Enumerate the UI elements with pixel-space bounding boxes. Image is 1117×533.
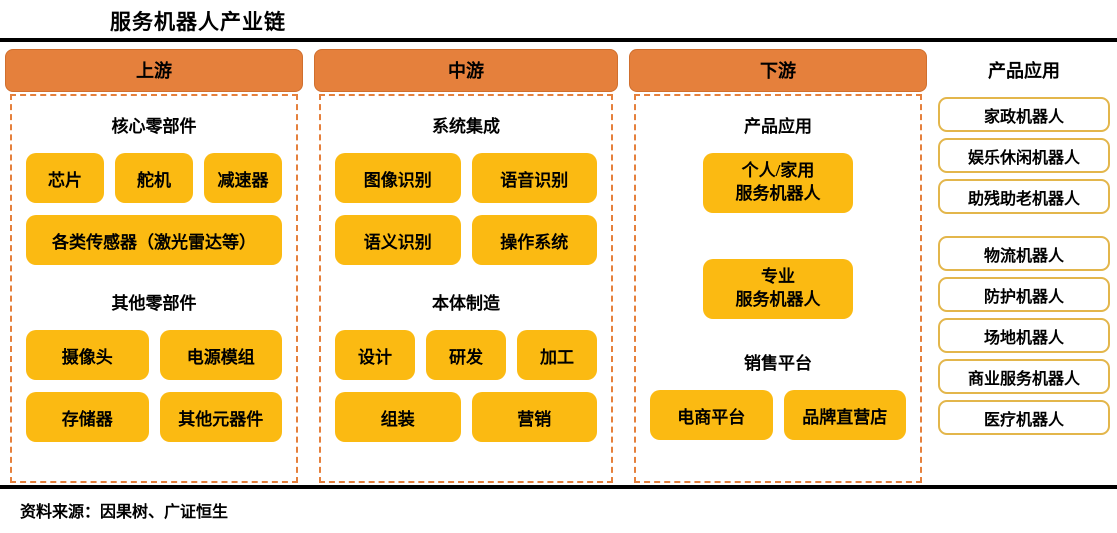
section-title-system-integration: 系统集成 [432,117,500,136]
source-note: 资料来源：因果树、广证恒生 [20,504,229,521]
section-title-product-application: 产品应用 [744,117,812,136]
app-item-field-robot: 场地机器人 [938,318,1110,353]
section-title-core-components: 核心零部件 [111,117,197,136]
midstream-header: 中游 [314,49,618,92]
applications-group-professional: 物流机器人 防护机器人 场地机器人 商业服务机器人 医疗机器人 [938,236,1110,435]
node-chip: 芯片 [26,153,104,203]
node-semantic-recognition: 语义识别 [335,215,461,265]
node-ecommerce-platform: 电商平台 [650,390,773,440]
upstream-body: 核心零部件 芯片 舵机 减速器 各类传感器（激光雷达等） 其他零部件 摄像头 电… [10,94,298,483]
node-other-elements: 其他元器件 [159,392,282,442]
node-brand-direct-store: 品牌直营店 [783,390,906,440]
section-title-other-components: 其他零部件 [111,294,197,313]
app-item-medical-robot: 医疗机器人 [938,400,1110,435]
node-image-recognition: 图像识别 [335,153,461,203]
node-row: 组装 营销 [335,392,597,442]
downstream-header: 下游 [629,49,927,92]
node-assembly: 组装 [335,392,461,442]
node-reducer: 减速器 [204,153,282,203]
bottom-rule [0,485,1117,489]
upstream-header: 上游 [5,49,303,92]
node-row: 各类传感器（激光雷达等） [26,215,282,265]
node-row: 图像识别 语音识别 [335,153,597,203]
node-camera: 摄像头 [26,330,149,380]
industry-chain-diagram: 上游 核心零部件 芯片 舵机 减速器 各类传感器（激光雷达等） 其他零部件 摄像… [0,49,1117,483]
node-operating-system: 操作系统 [471,215,597,265]
app-item-protection-robot: 防护机器人 [938,277,1110,312]
node-memory: 存储器 [26,392,149,442]
applications-title: 产品应用 [988,61,1060,81]
node-row: 设计 研发 加工 [335,330,597,380]
section-title-sales-platform: 销售平台 [744,354,812,373]
node-sensors-lidar: 各类传感器（激光雷达等） [26,215,282,265]
node-row: 存储器 其他元器件 [26,392,282,442]
column-downstream: 下游 产品应用 个人/家用 服务机器人 专业 服务机器人 销售平台 电商平台 品… [629,49,927,483]
app-item-commercial-service-robot: 商业服务机器人 [938,359,1110,394]
node-design: 设计 [335,330,415,380]
app-item-entertainment-leisure-robot: 娱乐休闲机器人 [938,138,1110,173]
column-midstream: 中游 系统集成 图像识别 语音识别 语义识别 操作系统 本体制造 设计 研发 加… [314,49,618,483]
app-item-logistics-robot: 物流机器人 [938,236,1110,271]
node-row: 电商平台 品牌直营店 [650,390,906,440]
column-upstream: 上游 核心零部件 芯片 舵机 减速器 各类传感器（激光雷达等） 其他零部件 摄像… [5,49,303,483]
node-personal-household-robot: 个人/家用 服务机器人 [703,153,853,213]
app-item-housekeeping-robot: 家政机器人 [938,97,1110,132]
node-speech-recognition: 语音识别 [471,153,597,203]
node-servo: 舵机 [115,153,193,203]
node-professional-robot: 专业 服务机器人 [703,259,853,319]
column-product-applications: 产品应用 家政机器人 娱乐休闲机器人 助残助老机器人 物流机器人 防护机器人 场… [938,49,1110,483]
industry-chain-figure: 服务机器人产业链 上游 核心零部件 芯片 舵机 减速器 各类传感器（激光雷达等）… [0,6,1117,522]
app-item-disability-elderly-assist-robot: 助残助老机器人 [938,179,1110,214]
node-power-module: 电源模组 [159,330,282,380]
midstream-body: 系统集成 图像识别 语音识别 语义识别 操作系统 本体制造 设计 研发 加工 组… [319,94,613,483]
node-row: 语义识别 操作系统 [335,215,597,265]
applications-group-personal: 家政机器人 娱乐休闲机器人 助残助老机器人 [938,97,1110,214]
section-title-body-manufacturing: 本体制造 [432,294,500,313]
top-rule [0,38,1117,42]
node-marketing: 营销 [471,392,597,442]
node-row: 摄像头 电源模组 [26,330,282,380]
node-row: 芯片 舵机 减速器 [26,153,282,203]
figure-title: 服务机器人产业链 [110,10,286,34]
node-processing: 加工 [517,330,597,380]
downstream-body: 产品应用 个人/家用 服务机器人 专业 服务机器人 销售平台 电商平台 品牌直营… [634,94,922,483]
node-rd: 研发 [426,330,506,380]
